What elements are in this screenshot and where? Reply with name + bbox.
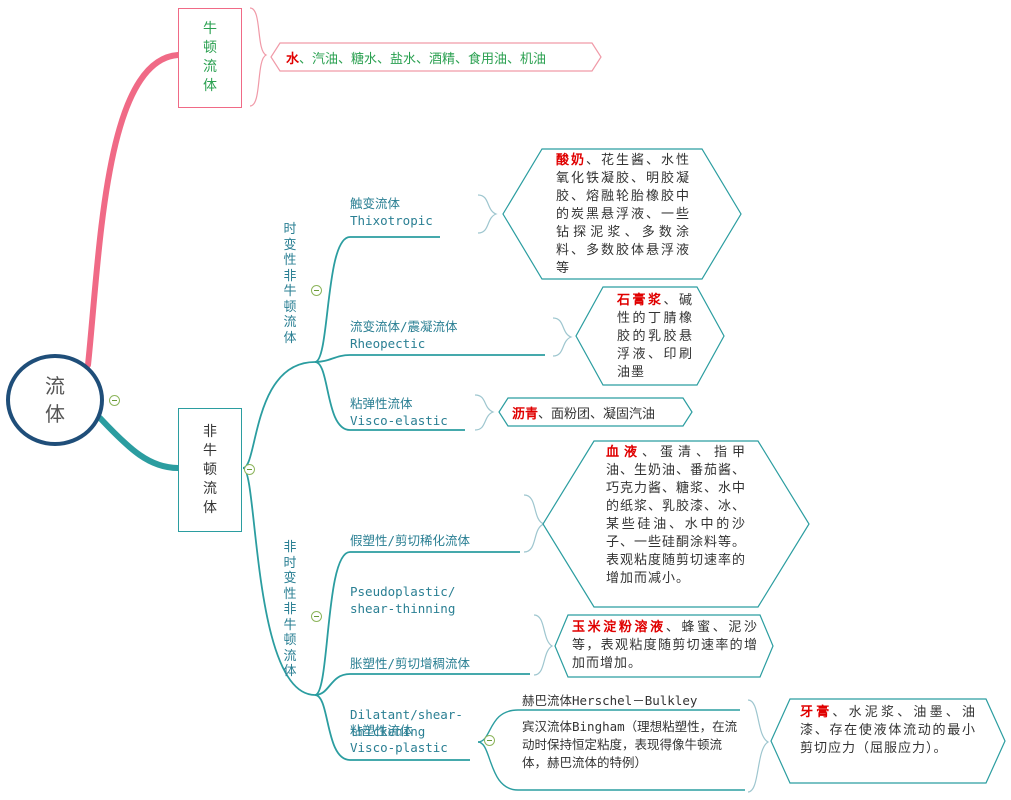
visco-plastic-examples: 牙膏、水泥浆、油墨、油漆、存在使液体流动的最小剪切应力（屈服应力）。 — [770, 698, 1006, 784]
pseudoplastic-label[interactable]: 假塑性/剪切稀化流体 Pseudoplastic/ shear-thinning — [350, 498, 470, 634]
rheopectic-label[interactable]: 流变流体/震凝流体 Rheopectic — [350, 318, 458, 352]
rheopectic-example-rest: 、碱性的丁腈橡胶的乳胶悬浮液、印刷油墨 — [617, 293, 693, 380]
visco-elastic-example-rest: 、面粉团、凝固汽油 — [538, 407, 656, 422]
visco-elastic-label[interactable]: 粘弹性流体 Visco-elastic — [350, 395, 448, 429]
thixotropic-name-cn: 触变流体 — [350, 196, 401, 211]
dilatant-label[interactable]: 胀塑性/剪切增稠流体 Dilatant/shear- thickening — [350, 621, 470, 757]
non-newtonian-label: 非 牛 顿 流 体 — [203, 423, 217, 516]
collapse-toggle-time-independent[interactable] — [311, 611, 322, 622]
newtonian-example-highlight: 水 — [286, 52, 300, 67]
newtonian-examples: 水、汽油、糖水、盐水、酒精、食用油、机油 — [270, 42, 602, 72]
newtonian-example-rest: 、汽油、糖水、盐水、酒精、食用油、机油 — [299, 52, 547, 67]
visco-elastic-name-cn: 粘弹性流体 — [350, 396, 413, 411]
pseudoplastic-examples: 血液、蛋清、指甲油、生奶油、番茄酱、巧克力酱、糖浆、水中的纸浆、乳胶漆、冰、某些… — [542, 440, 810, 608]
dilatant-name-cn: 胀塑性/剪切增稠流体 — [350, 656, 471, 671]
thixotropic-name-en: Thixotropic — [350, 213, 433, 228]
visco-plastic-example-highlight: 牙膏 — [800, 705, 833, 720]
visco-elastic-example-highlight: 沥青 — [512, 407, 539, 422]
collapse-toggle-time-dependent[interactable] — [311, 285, 322, 296]
pseudoplastic-name-en: Pseudoplastic/ shear-thinning — [350, 584, 456, 616]
rheopectic-name-en: Rheopectic — [350, 336, 426, 351]
visco-plastic-label[interactable]: 粘塑性流体 Visco-plastic — [350, 722, 448, 756]
pseudoplastic-example-rest: 、蛋清、指甲油、生奶油、番茄酱、巧克力酱、糖浆、水中的纸浆、乳胶漆、冰、某些硅油… — [606, 445, 747, 586]
dilatant-example-rest: 、蜂蜜、泥沙等，表观粘度随剪切速率的增加而增加。 — [572, 620, 758, 671]
rheopectic-name-cn: 流变流体/震凝流体 — [350, 319, 458, 334]
time-independent-label[interactable]: 非 时 变 性 非 牛 顿 流 体 — [283, 540, 297, 679]
pseudoplastic-example-highlight: 血液 — [606, 445, 642, 460]
visco-plastic-name-cn: 粘塑性流体 — [350, 723, 413, 738]
visco-elastic-examples: 沥青、面粉团、凝固汽油 — [498, 397, 693, 427]
thixotropic-example-rest: 、花生酱、水性氧化铁凝胶、明胶凝胶、熔融轮胎橡胶中的炭黑悬浮液、一些钻探泥浆、多… — [556, 153, 690, 276]
thixotropic-examples: 酸奶、花生酱、水性氧化铁凝胶、明胶凝胶、熔融轮胎橡胶中的炭黑悬浮液、一些钻探泥浆… — [502, 148, 742, 280]
bingham-label[interactable]: 宾汉流体Bingham（理想粘塑性，在流动时保持恒定粘度，表现得像牛顿流体，赫巴… — [522, 719, 738, 770]
newtonian-node[interactable]: 牛 顿 流 体 — [178, 8, 242, 108]
visco-plastic-name-en: Visco-plastic — [350, 740, 448, 755]
dilatant-examples: 玉米淀粉溶液、蜂蜜、泥沙等，表观粘度随剪切速率的增加而增加。 — [554, 614, 774, 678]
collapse-toggle-root[interactable] — [109, 395, 120, 406]
thixotropic-example-highlight: 酸奶 — [556, 153, 586, 168]
thixotropic-label[interactable]: 触变流体 Thixotropic — [350, 195, 433, 229]
collapse-toggle-visco-plastic[interactable] — [484, 735, 495, 746]
visco-elastic-name-en: Visco-elastic — [350, 413, 448, 428]
rheopectic-example-highlight: 石膏浆 — [617, 293, 664, 308]
non-newtonian-node[interactable]: 非 牛 顿 流 体 — [178, 408, 242, 532]
visco-plastic-example-rest: 、水泥浆、油墨、油漆、存在使液体流动的最小剪切应力（屈服应力）。 — [800, 705, 976, 756]
newtonian-label: 牛 顿 流 体 — [203, 21, 217, 94]
herschel-bulkley-label[interactable]: 赫巴流体Herschel－Bulkley — [522, 693, 698, 708]
rheopectic-examples: 石膏浆、碱性的丁腈橡胶的乳胶悬浮液、印刷油墨 — [575, 286, 725, 386]
time-dependent-label[interactable]: 时 变 性 非 牛 顿 流 体 — [283, 222, 297, 346]
root-label: 流 体 — [45, 374, 65, 426]
root-node[interactable]: 流 体 — [6, 354, 104, 446]
dilatant-example-highlight: 玉米淀粉溶液 — [572, 620, 666, 635]
pseudoplastic-name-cn: 假塑性/剪切稀化流体 — [350, 533, 471, 548]
collapse-toggle-non-newtonian[interactable] — [244, 464, 255, 475]
dilatant-name-en: Dilatant/shear- thickening — [350, 707, 463, 739]
